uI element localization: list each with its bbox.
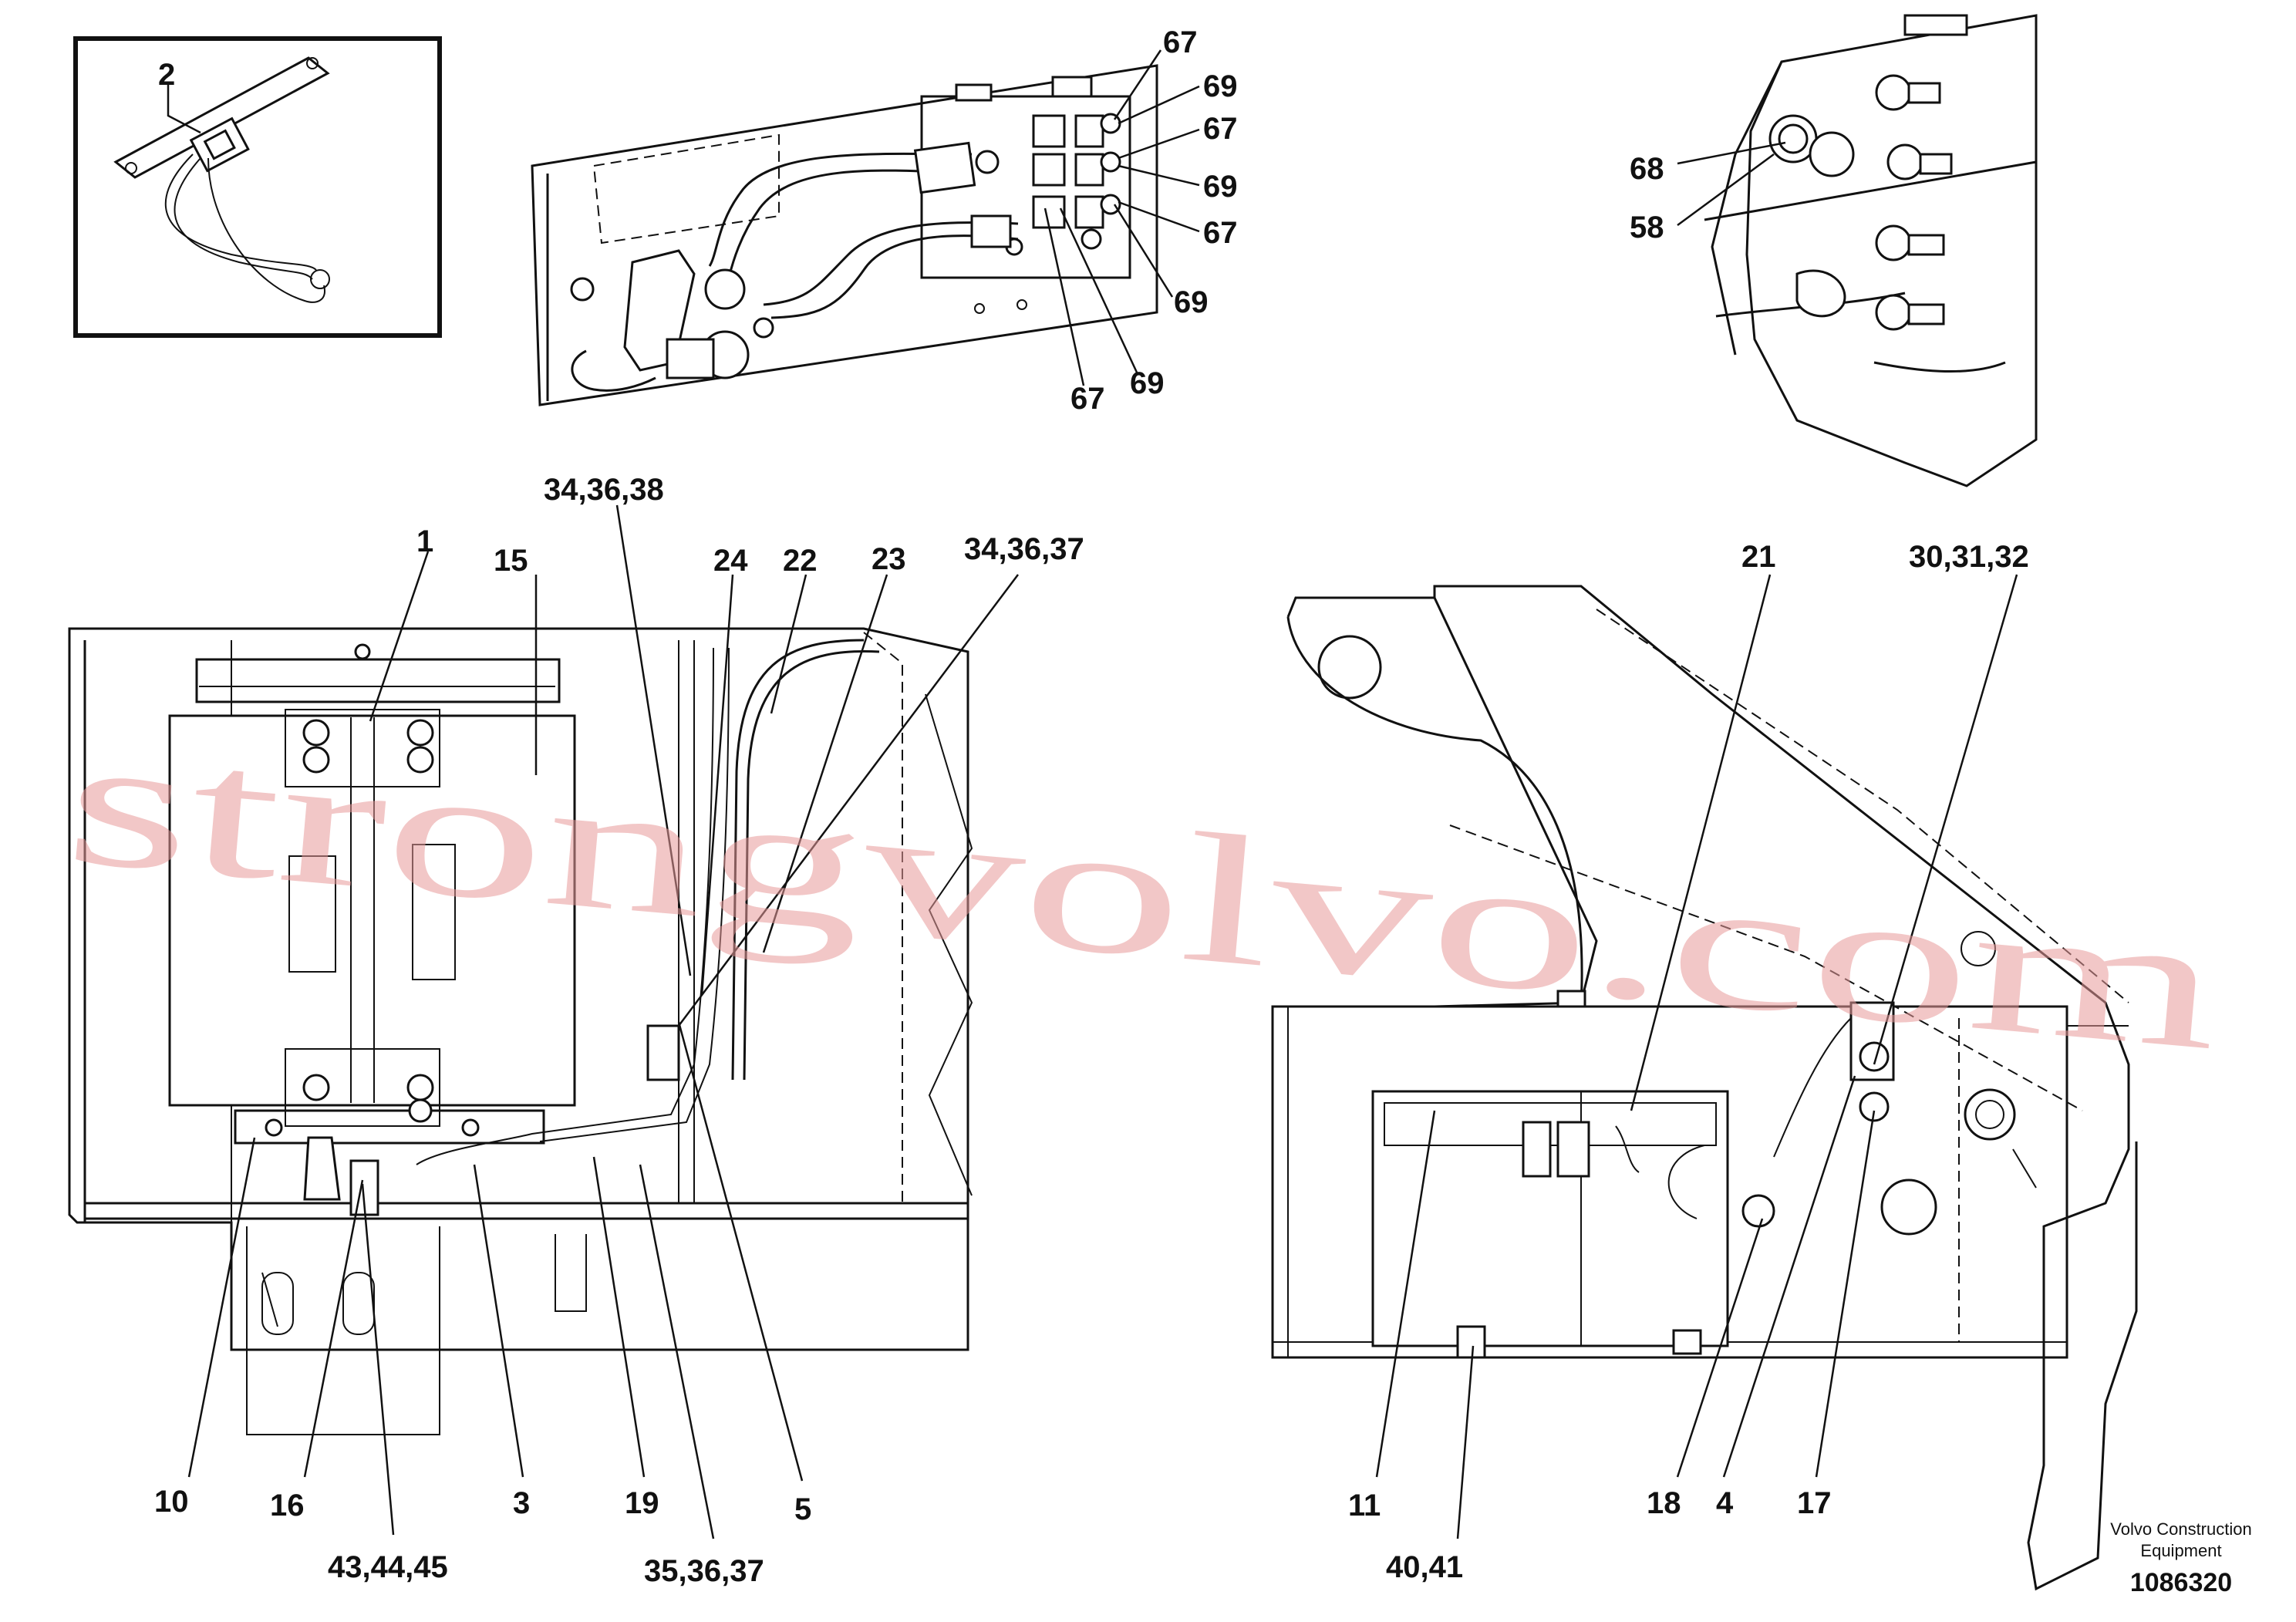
callout-34-36-37: 34,36,37 [964, 532, 1084, 566]
document-number: 1086320 [2130, 1568, 2232, 1597]
callout-18: 18 [1647, 1486, 1681, 1520]
leader-lines [167, 49, 2018, 1539]
callout-17: 17 [1797, 1486, 1832, 1520]
callout-43-44-45: 43,44,45 [328, 1550, 448, 1584]
callout-1: 1 [416, 524, 433, 558]
battery-box-view [68, 627, 973, 1435]
callout-23: 23 [872, 542, 906, 576]
callout-15: 15 [494, 544, 528, 578]
credit-line-1: Volvo Construction [2110, 1519, 2251, 1539]
callout-labels: 2 67 69 67 69 67 69 69 67 68 58 34,36,38… [154, 25, 2029, 1588]
callout-5: 5 [794, 1492, 811, 1526]
frame-side-view [1271, 585, 2138, 1591]
callout-4: 4 [1716, 1486, 1734, 1520]
callout-68: 68 [1630, 152, 1664, 186]
hydraulic-detail-view [1704, 14, 2038, 487]
callout-11: 11 [1348, 1489, 1381, 1523]
terminal-panel-view [531, 64, 1158, 406]
callout-3: 3 [513, 1486, 530, 1520]
callout-22: 22 [783, 544, 818, 578]
callout-35-36-37: 35,36,37 [644, 1554, 764, 1588]
callout-58: 58 [1630, 211, 1664, 244]
callout-21: 21 [1741, 540, 1776, 574]
callout-69: 69 [1174, 285, 1209, 319]
credit-line-2: Equipment [2140, 1541, 2221, 1560]
callout-16: 16 [270, 1489, 305, 1523]
callout-69: 69 [1130, 366, 1165, 400]
callout-2: 2 [158, 58, 175, 92]
callout-40-41: 40,41 [1386, 1550, 1463, 1584]
inset-detail-connector [73, 36, 442, 338]
callout-67: 67 [1203, 216, 1238, 250]
callout-24: 24 [713, 544, 748, 578]
callout-10: 10 [154, 1485, 189, 1519]
callout-67: 67 [1070, 382, 1105, 416]
callout-19: 19 [625, 1486, 659, 1520]
callout-67: 67 [1203, 112, 1238, 146]
callout-34-36-38: 34,36,38 [544, 473, 664, 507]
callout-69: 69 [1203, 69, 1238, 103]
callout-69: 69 [1203, 170, 1238, 204]
publisher-credit: Volvo Construction Equipment 1086320 [2110, 1519, 2251, 1597]
callout-67: 67 [1163, 25, 1198, 59]
callout-30-31-32: 30,31,32 [1909, 540, 2029, 574]
